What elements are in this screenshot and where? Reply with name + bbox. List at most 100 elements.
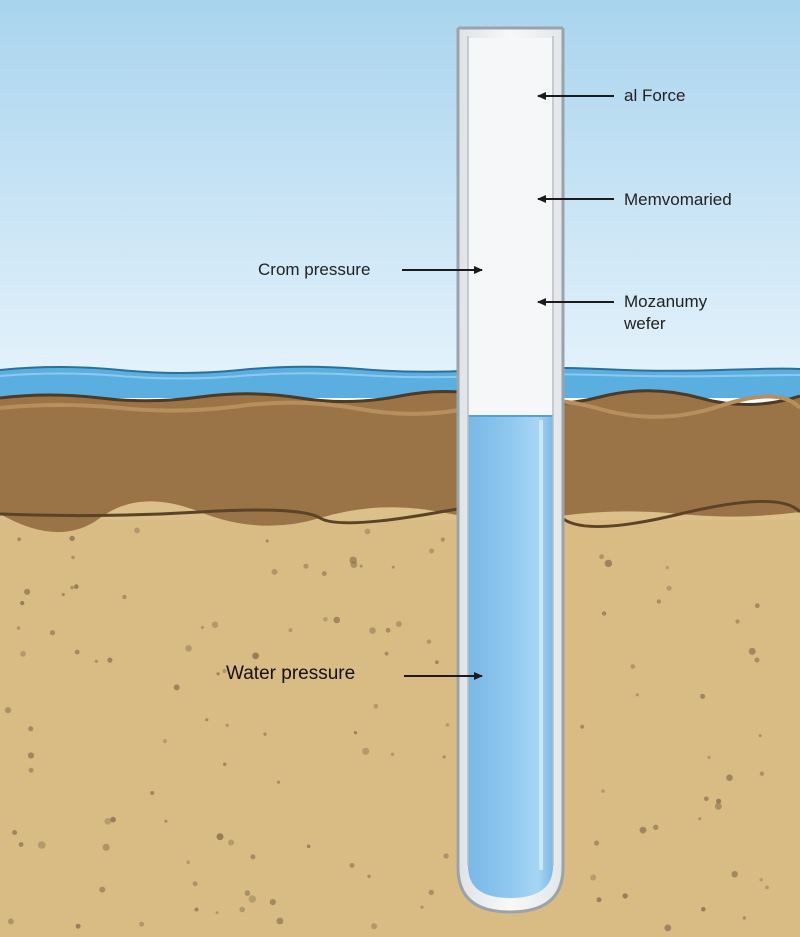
- sand-speck: [622, 893, 628, 899]
- sand-speck: [371, 923, 378, 930]
- sand-speck: [428, 889, 434, 896]
- sand-speck: [71, 555, 75, 560]
- label-membrane: Memvomaried: [624, 190, 732, 209]
- sand-speck: [186, 860, 190, 864]
- sand-speck: [599, 554, 604, 560]
- sand-speck: [601, 611, 607, 616]
- topsoil-bottom-edge: [0, 500, 800, 528]
- water-surface-highlight: [0, 372, 800, 380]
- sand-speck: [731, 871, 738, 878]
- sand-speck: [420, 905, 424, 909]
- sand-speck: [350, 561, 358, 568]
- sand-speck: [271, 568, 278, 575]
- sand-speck: [205, 718, 209, 722]
- sand-speck: [263, 732, 267, 736]
- sand-speck: [7, 918, 14, 925]
- sand-speck: [28, 726, 34, 732]
- sand-speck: [248, 895, 256, 903]
- sand-speck: [239, 906, 245, 913]
- sand-speck: [630, 664, 636, 669]
- sand-speck: [216, 833, 224, 841]
- sand-speck: [385, 627, 391, 633]
- sand-speck: [74, 649, 80, 655]
- sand-speck: [122, 594, 127, 600]
- sand-speck: [104, 818, 112, 825]
- sand-speck: [200, 626, 204, 629]
- sand-speck: [223, 762, 227, 766]
- sand-speck: [38, 841, 46, 849]
- sand-speck: [17, 537, 21, 542]
- sand-speck: [27, 752, 35, 759]
- sand-speck: [748, 647, 756, 655]
- sand-speck: [639, 826, 647, 834]
- sand-speck: [24, 588, 31, 595]
- sand-specks: [4, 527, 769, 932]
- sand-speck: [704, 796, 709, 802]
- sand-speck: [134, 527, 140, 534]
- sand-speck: [754, 657, 760, 663]
- sand-speck: [426, 639, 432, 644]
- sand-speck: [395, 621, 402, 627]
- sand-speck: [288, 628, 293, 633]
- topsoil-stripe: [0, 394, 800, 419]
- sand-speck: [714, 802, 722, 810]
- sand-speck: [150, 791, 155, 795]
- sand-speck: [244, 890, 251, 896]
- sand-speck: [590, 874, 597, 881]
- sand-speck: [754, 603, 760, 609]
- sand-speck: [601, 789, 605, 793]
- sand-speck: [269, 899, 276, 906]
- sand-speck: [192, 881, 198, 887]
- sand-speck: [364, 528, 371, 535]
- sand-speck: [61, 593, 65, 597]
- sand-speck: [20, 651, 26, 657]
- sand-speck: [162, 738, 168, 744]
- sand-speck: [726, 774, 733, 781]
- sand-speck: [70, 585, 74, 590]
- sand-speck: [69, 535, 75, 542]
- sand-speck: [707, 755, 711, 760]
- sand-speck: [282, 668, 286, 672]
- sand-speck: [228, 839, 234, 846]
- sand-speck: [323, 617, 328, 622]
- sand-speck: [16, 626, 21, 630]
- sand-speck: [74, 584, 79, 589]
- sand-speck: [321, 571, 327, 577]
- label-mozanum-water: Mozanumy wefer: [624, 292, 708, 333]
- sand-speck: [665, 565, 669, 570]
- sand-speck: [440, 537, 445, 542]
- sand-speck: [593, 840, 600, 846]
- sand-speck: [110, 816, 116, 823]
- sand-speck: [265, 539, 269, 543]
- sand-speck: [99, 886, 106, 893]
- sand-speck: [765, 885, 769, 890]
- sand-speck: [211, 621, 219, 628]
- sand-speck: [596, 897, 602, 903]
- sand-speck: [250, 854, 256, 860]
- sand-speck: [164, 819, 168, 823]
- sand-speck: [4, 707, 12, 714]
- sand-speck: [225, 723, 229, 727]
- sand-speck: [442, 755, 446, 759]
- sand-speck: [362, 747, 370, 755]
- sand-speck: [390, 752, 395, 756]
- sand-speck: [49, 630, 56, 636]
- label-crown-pressure: Crom pressure: [258, 260, 371, 279]
- sand-speck: [758, 734, 762, 738]
- sand-speck: [435, 660, 439, 664]
- tube-air-column: [468, 38, 553, 416]
- label-water-pressure: Water pressure: [226, 663, 356, 684]
- sand-speck: [20, 601, 25, 606]
- sand-speck: [333, 616, 341, 624]
- sand-speck: [742, 916, 746, 920]
- sand-speck: [391, 565, 395, 569]
- sand-speck: [222, 668, 227, 674]
- water-surface-edge: [0, 365, 800, 374]
- sand-speck: [139, 921, 145, 927]
- sand-speck: [107, 657, 113, 663]
- sand-speck: [604, 559, 613, 568]
- sand-speck: [635, 693, 639, 697]
- sand-speck: [185, 645, 192, 652]
